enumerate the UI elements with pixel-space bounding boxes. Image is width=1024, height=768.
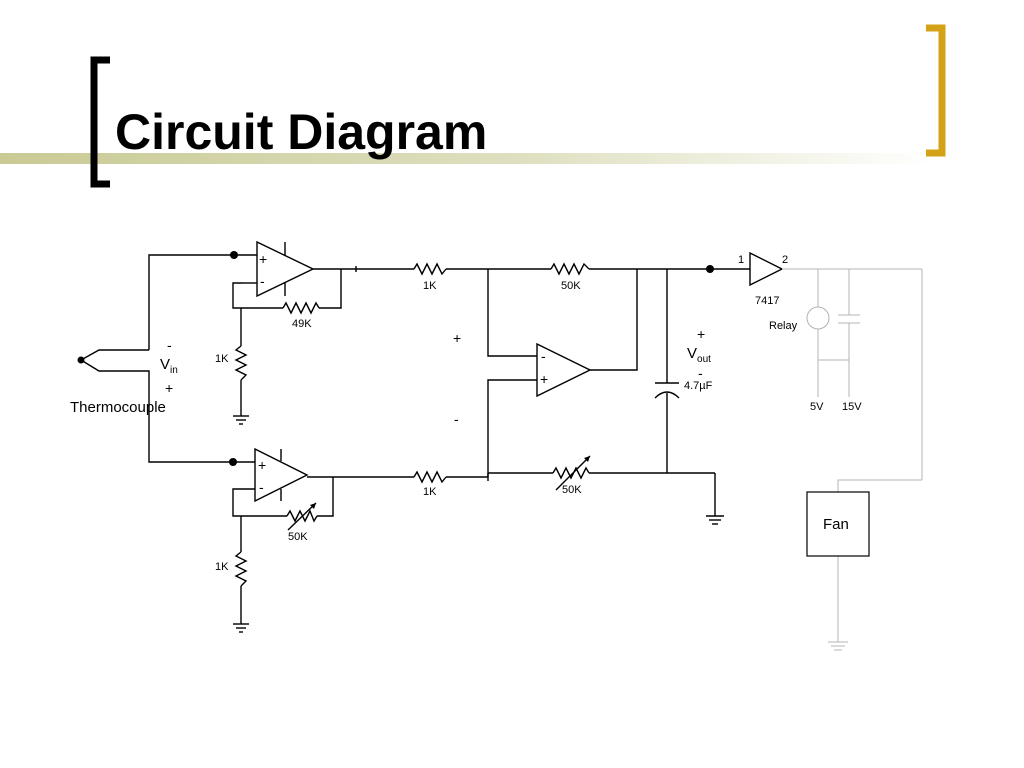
vin-sub: in: [170, 365, 178, 376]
label-feedback-top: 49K: [292, 318, 312, 330]
opamp-bottom-minus: -: [259, 479, 264, 495]
resistor-ground-top: [234, 345, 248, 381]
slide-title: Circuit Diagram: [115, 104, 488, 160]
wires-diff-stage: [487, 269, 724, 525]
right-bracket: [926, 24, 946, 157]
wires-top-stage: [148, 254, 708, 425]
vin-label: V: [160, 356, 170, 373]
vout-minus: -: [698, 365, 703, 381]
var-resistor-diff-bottom: [552, 455, 591, 491]
buffer-pin2: 2: [782, 254, 788, 266]
vin-minus: -: [167, 337, 172, 353]
opamp-top: + -: [256, 240, 315, 298]
opamp-diff-minus: -: [541, 348, 546, 364]
label-feedback-bottom: 50K: [288, 531, 308, 543]
vin-plus: +: [165, 380, 173, 396]
label-diff-bottom: 50K: [562, 484, 582, 496]
label-diff-top: 50K: [561, 280, 581, 292]
relay-supply-5v: 5V: [810, 401, 824, 413]
title-underline-stripe: [0, 153, 935, 164]
relay-wiring: [782, 268, 923, 651]
label-in-bottom: 1K: [423, 486, 437, 498]
left-bracket: [90, 56, 110, 188]
buffer-7417: [749, 251, 784, 287]
svg-text:Vin: Vin: [160, 356, 178, 376]
wires-bottom-stage: [148, 398, 489, 633]
buffer-pin1: 1: [738, 254, 744, 266]
capacitor: [654, 382, 680, 399]
opamp-bottom: + -: [254, 447, 309, 503]
resistor-diff-top: [550, 262, 590, 276]
opamp-bottom-plus: +: [258, 457, 266, 473]
vout-plus: +: [697, 326, 705, 342]
vout-label: V: [687, 345, 697, 362]
relay-label: Relay: [769, 320, 798, 332]
resistor-in-top: [413, 262, 447, 276]
resistor-ground-bottom: [234, 551, 248, 587]
var-resistor-feedback-bottom: [286, 502, 318, 531]
fan-box: [806, 491, 870, 557]
label-ground-top: 1K: [215, 353, 229, 365]
label-ground-bottom: 1K: [215, 561, 229, 573]
label-in-top: 1K: [423, 280, 437, 292]
opamp-diff-plus: +: [540, 371, 548, 387]
opamp-top-minus: -: [260, 273, 265, 289]
opamp-top-plus: +: [259, 251, 267, 267]
capacitor-label: 4.7µF: [684, 380, 713, 392]
resistor-feedback-top: [282, 301, 320, 315]
thermocouple-label: Thermocouple: [70, 399, 166, 416]
fan-label: Fan: [823, 516, 849, 533]
node-dot-bottom-input: [229, 458, 237, 466]
buffer-chip-label: 7417: [755, 295, 779, 307]
relay-supply-15v: 15V: [842, 401, 862, 413]
resistor-in-bottom: [413, 470, 447, 484]
thermocouple-symbol: [77, 349, 150, 398]
svg-text:Vout: Vout: [687, 345, 711, 365]
mid-minus: -: [454, 411, 459, 427]
node-dot-top-input: [230, 251, 238, 259]
vout-sub: out: [697, 354, 711, 365]
opamp-diff: - +: [536, 342, 592, 398]
mid-plus: +: [453, 330, 461, 346]
